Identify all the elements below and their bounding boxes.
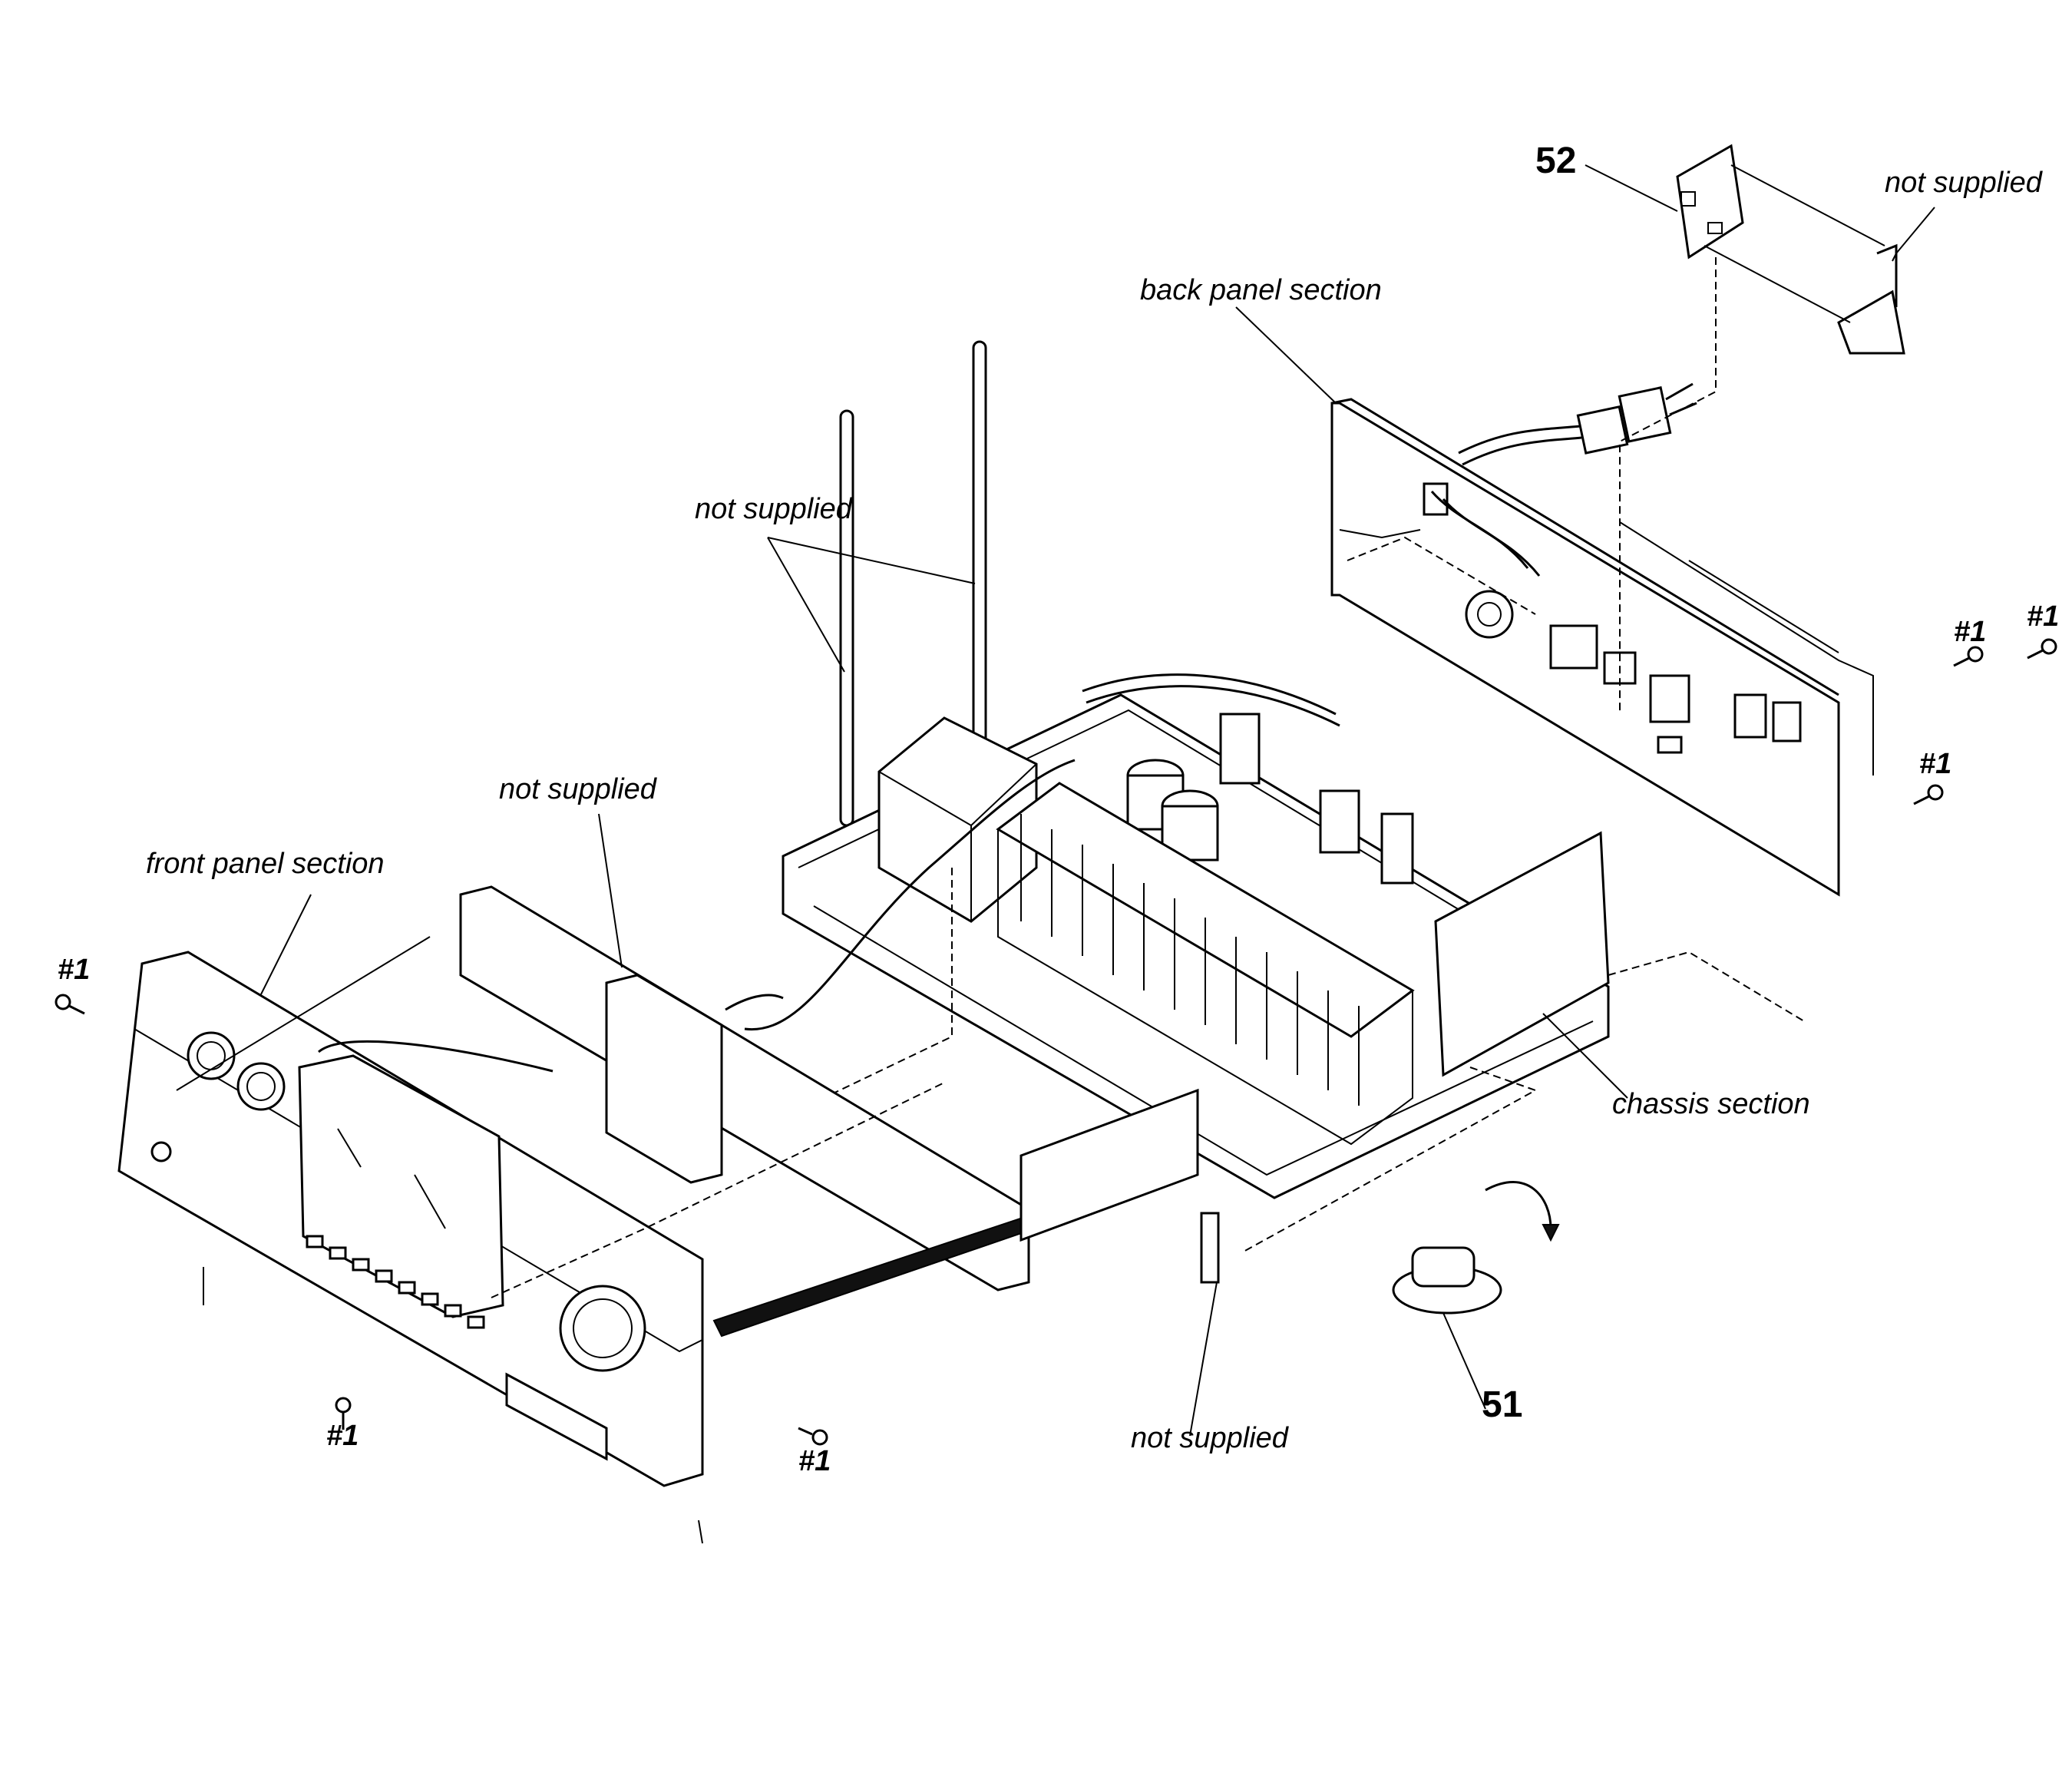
cord-holder-part-51 <box>1392 1181 1560 1315</box>
label-front-panel-section: front panel section <box>146 848 385 880</box>
bracket-part-52 <box>1619 144 1905 714</box>
label-not-supplied-bottom: not supplied <box>1131 1422 1290 1454</box>
label-not-supplied-bracket: not supplied <box>1885 167 2044 199</box>
part-number-51: 51 <box>1482 1384 1522 1425</box>
power-cord <box>1430 382 1697 577</box>
front-panel-section <box>117 885 1220 1544</box>
screw-icon <box>798 1427 828 1446</box>
support-rods <box>839 340 987 827</box>
screw-label: #1 <box>1919 748 1951 780</box>
heat-sink <box>996 782 1415 1146</box>
leader-lines <box>260 164 1935 1437</box>
screw-icon <box>335 1397 352 1430</box>
label-not-supplied-rods: not supplied <box>695 493 854 525</box>
screws <box>55 638 2057 1446</box>
diagram-labels: 52 not supplied back panel section not s… <box>58 141 2059 1477</box>
screw-label: #1 <box>326 1420 359 1452</box>
chassis-section <box>744 673 1805 1252</box>
screw-icon <box>1953 646 1984 667</box>
screw-icon <box>55 994 85 1015</box>
label-not-supplied-front: not supplied <box>499 773 658 805</box>
part-number-52: 52 <box>1535 141 1576 181</box>
label-chassis-section: chassis section <box>1612 1088 1810 1120</box>
screw-label: #1 <box>2027 600 2059 633</box>
screw-label: #1 <box>1954 616 1986 648</box>
screw-label: #1 <box>798 1445 831 1477</box>
label-back-panel-section: back panel section <box>1140 274 1382 306</box>
screw-icon <box>2027 638 2057 660</box>
screw-label: #1 <box>58 954 90 986</box>
back-panel-section <box>1330 398 1874 897</box>
screw-icon <box>1913 784 1944 805</box>
